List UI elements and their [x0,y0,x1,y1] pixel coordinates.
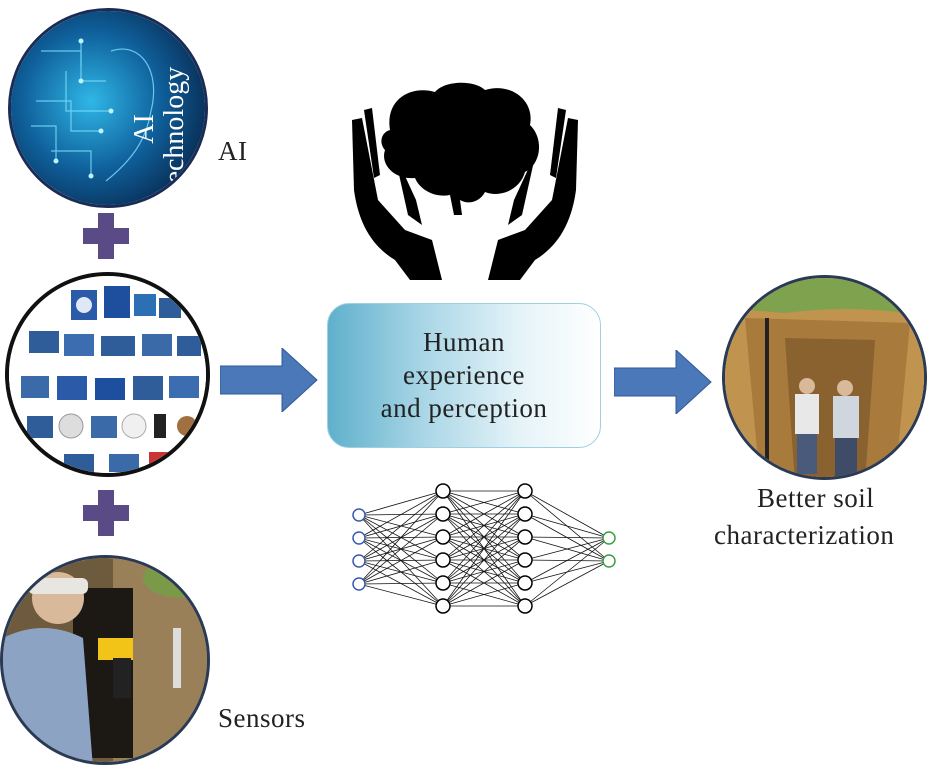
ai-label: AI [218,136,248,166]
nn-node [517,483,533,499]
human-line3: and perception [380,392,548,423]
plus-icon [83,213,129,259]
nn-edge [358,583,444,607]
nn-node [517,506,533,522]
brain-in-hands-icon [352,82,578,280]
human-line2: experience [403,360,525,391]
nn-edge [358,490,444,562]
nn-edge [524,537,610,607]
ai-face-image: AI technology [11,11,205,205]
nn-node [517,575,533,591]
nn-node [435,552,451,568]
nn-node [352,508,366,522]
sensors-label: Sensors [218,703,306,733]
nn-edge [442,559,526,607]
human-line1: Human [423,327,505,358]
nn-node [435,598,451,614]
nn-edge [524,560,610,607]
nn-edge [358,559,444,585]
ai-image-title-line2: technology [159,67,190,191]
nn-edge [358,490,444,585]
nn-connections [358,490,610,607]
nn-edge [442,536,526,607]
nn-node [517,552,533,568]
nn-edge [524,536,610,539]
nn-node [517,529,533,545]
nn-node [517,598,533,614]
ai-image-title-line1: AI [129,114,160,144]
nn-edge [358,490,444,539]
nn-edge [524,490,610,539]
nn-node [602,554,616,568]
result-label-line1: Better soil [757,483,875,513]
arrow-to-human-icon [220,348,318,412]
nn-node [602,531,616,545]
nn-node [435,529,451,545]
nn-edge [358,582,444,585]
nn-edge [358,490,444,516]
neural-network-icon [352,483,616,614]
nn-edge [442,490,526,515]
nn-node [435,506,451,522]
nn-edge [442,582,526,607]
nn-node [352,531,366,545]
result-label-line2: characterization [714,520,895,550]
nn-edge [442,490,526,607]
nn-edge [442,513,526,607]
nn-edge [524,513,610,539]
nn-edge [358,513,444,585]
plus-icon [83,490,129,536]
sensor-modules-image [5,272,210,477]
nn-edge [358,536,444,585]
nn-edge [524,537,610,561]
nn-edge [442,490,526,538]
nn-edge [442,490,526,561]
nn-edge [524,537,610,584]
ai-technology-image: AI technology [8,8,208,208]
arrow-to-result-icon [614,350,712,414]
nn-node [352,577,366,591]
nn-edge [442,490,526,584]
soil-pit-image [722,275,927,480]
nn-node [435,575,451,591]
field-sensor-image [0,555,210,765]
human-experience-box: Human experience and perception [327,303,601,448]
nn-node [435,483,451,499]
nn-node [352,554,366,568]
